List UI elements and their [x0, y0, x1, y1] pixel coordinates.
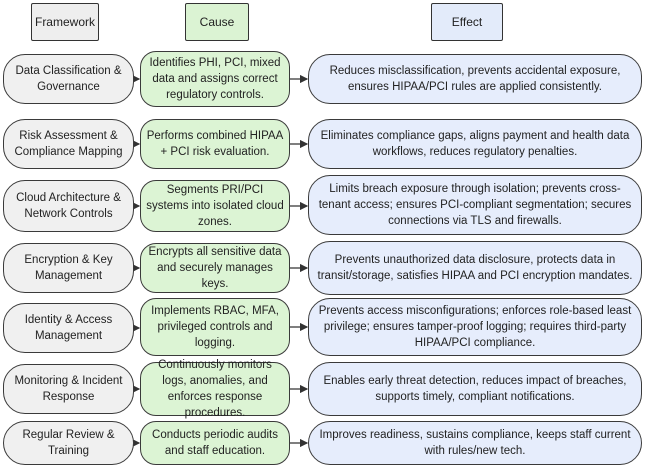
framework-encryption: Encryption & Key Management [3, 243, 134, 293]
effect-data-classification: Reduces misclassification, prevents acci… [308, 54, 642, 104]
cause-encryption: Encrypts all sensitive data and securely… [140, 243, 290, 293]
cause-data-classification: Identifies PHI, PCI, mixed data and assi… [140, 51, 290, 107]
effect-risk-assessment: Eliminates compliance gaps, aligns payme… [308, 119, 642, 169]
effect-monitoring: Enables early threat detection, reduces … [308, 362, 642, 416]
cause-cloud-architecture: Segments PRI/PCI systems into isolated c… [140, 180, 290, 232]
cause-risk-assessment: Performs combined HIPAA + PCI risk evalu… [140, 119, 290, 169]
effect-cloud-architecture: Limits breach exposure through isolation… [308, 175, 642, 235]
framework-header: Framework [31, 3, 99, 41]
cause-review-training: Conducts periodic audits and staff educa… [140, 421, 290, 465]
effect-encryption: Prevents unauthorized data disclosure, p… [308, 241, 642, 295]
effect-review-training: Improves readiness, sustains compliance,… [308, 421, 642, 465]
framework-data-classification: Data Classification & Governance [3, 54, 134, 104]
framework-identity-access: Identity & Access Management [3, 303, 134, 353]
effect-header: Effect [431, 3, 503, 41]
framework-risk-assessment: Risk Assessment & Compliance Mapping [3, 119, 134, 169]
effect-identity-access: Prevents access misconfigurations; enfor… [308, 298, 642, 356]
cause-identity-access: Implements RBAC, MFA, privileged control… [140, 298, 290, 356]
cause-monitoring: Continuously monitors logs, anomalies, a… [140, 359, 290, 419]
framework-review-training: Regular Review & Training [3, 421, 134, 465]
framework-monitoring: Monitoring & Incident Response [3, 364, 134, 414]
framework-cloud-architecture: Cloud Architecture & Network Controls [3, 180, 134, 232]
cause-header: Cause [185, 3, 249, 41]
